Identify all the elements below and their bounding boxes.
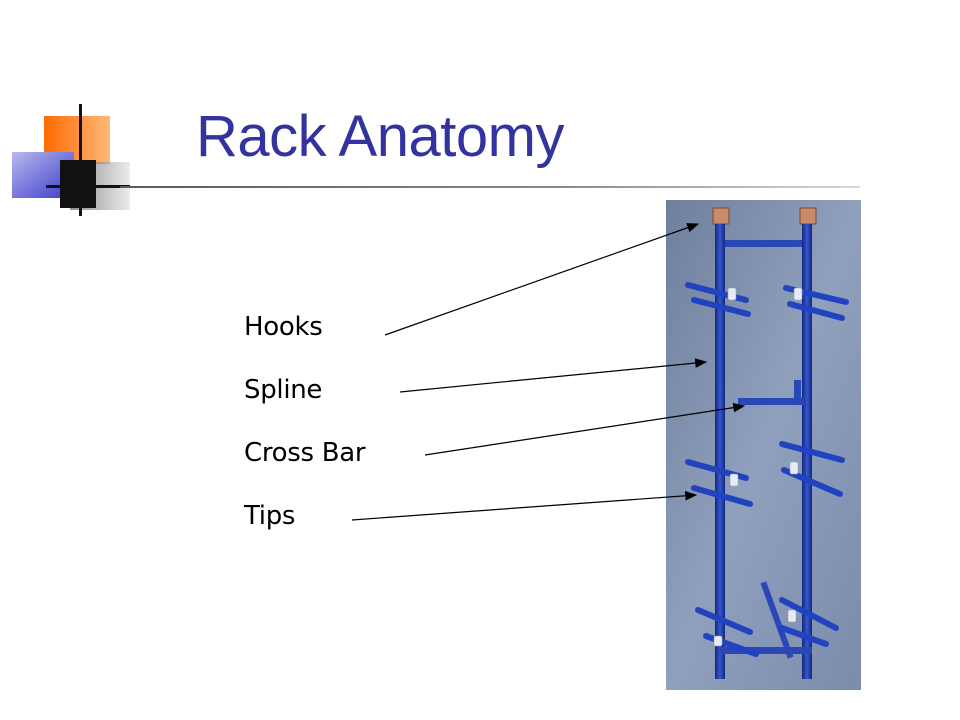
vertical-line	[79, 104, 82, 216]
label-spline: Spline	[244, 375, 323, 405]
part-label-list: Hooks Spline Cross Bar Tips	[244, 309, 366, 561]
label-tips: Tips	[244, 501, 296, 531]
hooks	[712, 207, 817, 225]
slide-title: Rack Anatomy	[196, 104, 564, 169]
clips	[713, 287, 803, 647]
horizontal-line	[46, 185, 130, 188]
black-square	[60, 160, 96, 208]
photo-backdrop	[666, 200, 861, 690]
arrow-spline	[399, 358, 708, 393]
middle-cross-bar-post	[794, 380, 801, 404]
middle-cross-bar	[738, 398, 804, 405]
arrow-tips	[351, 490, 698, 521]
top-cross-bar	[718, 240, 810, 247]
arrow-hooks	[384, 223, 700, 336]
label-cross-bar: Cross Bar	[244, 438, 366, 468]
title-underline	[120, 186, 860, 188]
label-hooks: Hooks	[244, 312, 323, 342]
rack-photo	[666, 200, 861, 690]
bottom-diagonal	[760, 581, 794, 659]
bottom-cross-bar	[718, 647, 812, 654]
